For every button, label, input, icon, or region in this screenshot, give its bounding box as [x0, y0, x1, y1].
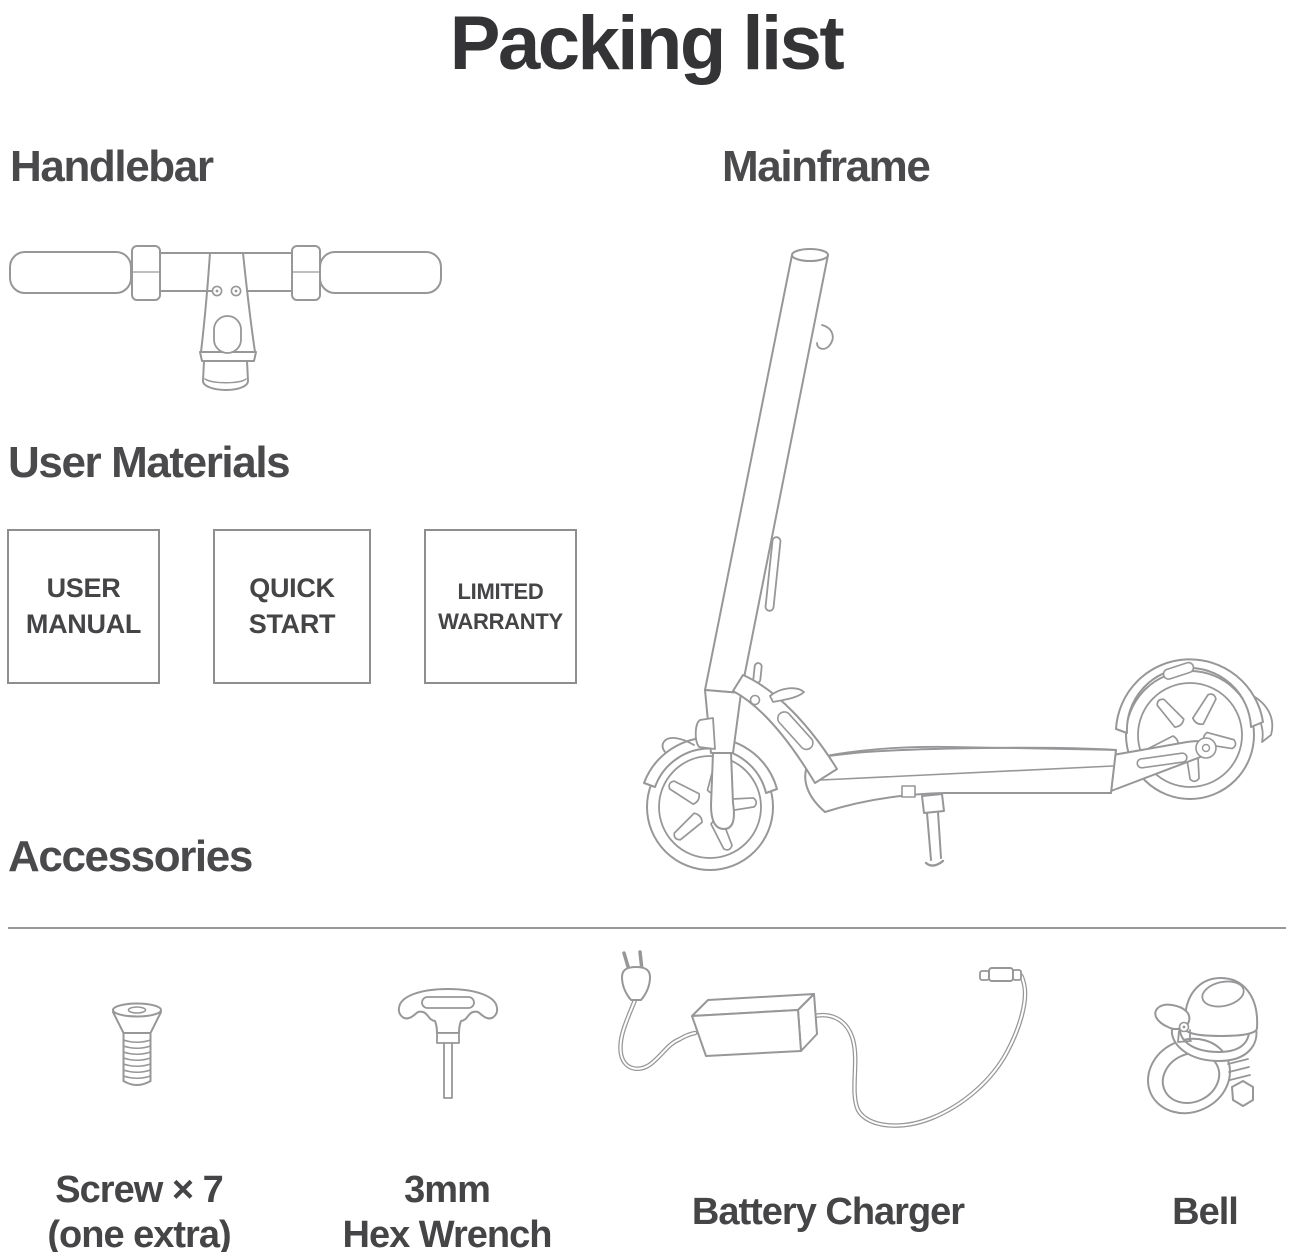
booklet-line: USER	[46, 572, 121, 603]
bell-icon	[1147, 977, 1259, 1115]
booklet-line: LIMITED	[457, 579, 544, 605]
battery-charger-icon	[618, 950, 1028, 1128]
accessories-divider	[8, 927, 1286, 929]
accessories-section-label: Accessories	[8, 832, 253, 881]
booklet-limited-warranty: LIMITED WARRANTY	[424, 529, 577, 684]
label-line: Bell	[1172, 1191, 1239, 1233]
mainframe-section-label: Mainframe	[722, 142, 931, 191]
label-line: (one extra)	[47, 1213, 231, 1252]
bell-label: Bell	[1105, 1190, 1292, 1235]
battery-charger-label: Battery Charger	[668, 1190, 988, 1235]
hex-wrench-icon	[397, 988, 499, 1099]
mainframe-scooter-drawing	[643, 248, 1274, 871]
booklet-line: START	[248, 608, 336, 639]
hex-wrench-label: 3mm Hex Wrench	[322, 1168, 572, 1252]
booklet-line: MANUAL	[25, 608, 142, 639]
label-line: Battery Charger	[691, 1191, 965, 1233]
label-line: Hex Wrench	[342, 1213, 553, 1252]
booklet-line: WARRANTY	[438, 608, 563, 634]
user-materials-section-label: User Materials	[8, 438, 291, 487]
handlebar-drawing	[9, 245, 442, 391]
handlebar-section-label: Handlebar	[10, 142, 214, 191]
page-title: Packing list	[449, 1, 845, 86]
label-line: Screw × 7	[55, 1169, 223, 1211]
booklet-line: QUICK	[249, 572, 335, 603]
screw-label: Screw × 7 (one extra)	[8, 1168, 270, 1252]
screw-icon	[112, 1002, 162, 1086]
booklet-quick-start: QUICK START	[213, 529, 371, 684]
booklet-user-manual: USER MANUAL	[7, 529, 160, 684]
label-line: 3mm	[404, 1169, 491, 1211]
